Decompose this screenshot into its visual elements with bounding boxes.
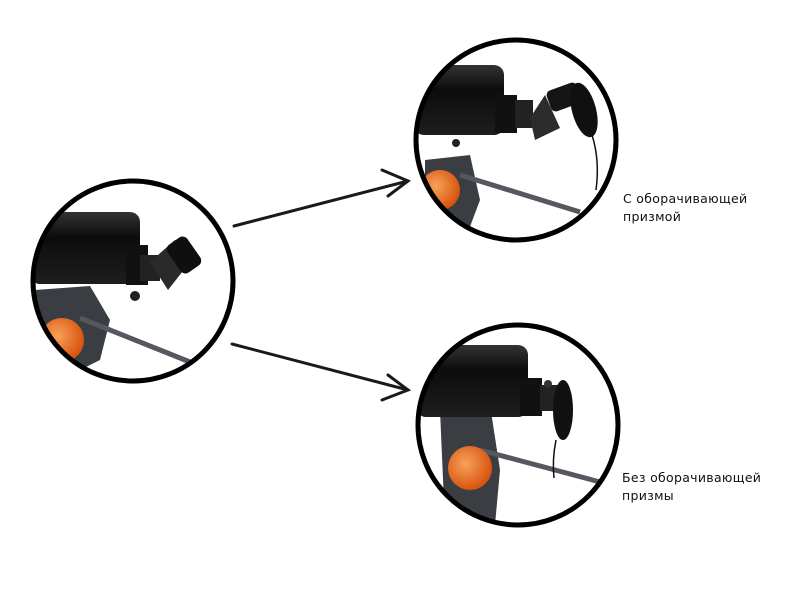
arrow-to-without-prism [230, 342, 412, 402]
telescope-photo-without-prism [420, 327, 616, 523]
telescope-photo-with-prism [418, 42, 614, 238]
label-without-prism-line1: Без оборачивающей [622, 470, 762, 485]
ring-with-prism [413, 37, 619, 243]
label-with-prism-line2: призмой [623, 209, 682, 224]
label-without-prism: Без оборачивающей призмы [622, 469, 761, 505]
telescope-photo-original [35, 183, 231, 379]
arrow-to-with-prism [232, 168, 411, 228]
label-without-prism-line2: призмы [622, 488, 674, 503]
label-with-prism: С оборачивающей призмой [623, 190, 747, 226]
ring-original [30, 178, 236, 384]
label-with-prism-line1: С оборачивающей [623, 191, 748, 206]
ring-without-prism [415, 322, 621, 528]
